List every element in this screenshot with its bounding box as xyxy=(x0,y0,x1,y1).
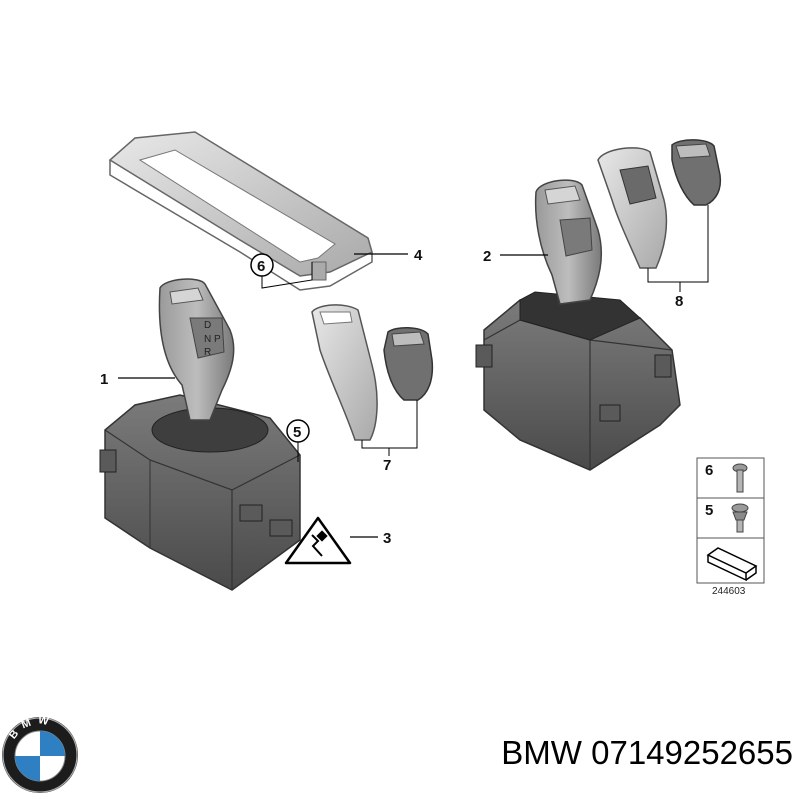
leader-bracket-8 xyxy=(647,205,709,283)
leader-line-6 xyxy=(261,262,313,289)
legend-label-5: 5 xyxy=(705,502,713,519)
shift-symbol-p: P xyxy=(214,334,221,345)
flange-screw-icon xyxy=(731,503,749,533)
diagram-number: 244603 xyxy=(712,586,746,597)
shift-symbol-n: N xyxy=(204,334,211,345)
bmw-logo: BMW xyxy=(2,714,78,793)
gear-selector-part-1 xyxy=(99,278,301,591)
button-panel-part-8 xyxy=(671,139,722,206)
shift-symbol-d: D xyxy=(204,320,211,331)
button-panel-part-7 xyxy=(383,327,434,401)
part-number: 07149252655 xyxy=(591,734,793,771)
shift-symbol-r: R xyxy=(204,347,211,358)
warning-triangle-part-3 xyxy=(284,516,352,565)
callout-5: 5 xyxy=(293,424,301,441)
legend-label-6: 6 xyxy=(705,462,713,479)
cover-trim-part-7 xyxy=(311,304,378,441)
trim-frame-part-4 xyxy=(108,131,373,291)
fastener-legend xyxy=(696,457,765,584)
callout-8: 8 xyxy=(675,293,683,310)
bracket-icon xyxy=(706,547,758,582)
callout-4: 4 xyxy=(414,247,423,264)
callout-6: 6 xyxy=(257,258,265,275)
brand-name: BMW xyxy=(501,734,582,771)
part-caption: BMW 07149252655 xyxy=(408,736,793,769)
callout-2: 2 xyxy=(483,248,491,265)
callout-3: 3 xyxy=(383,530,391,547)
gear-selector-part-2 xyxy=(475,179,681,471)
callout-7: 7 xyxy=(383,457,391,474)
callout-1: 1 xyxy=(100,371,108,388)
screw-icon xyxy=(732,463,748,493)
lever-shell-part-8 xyxy=(597,147,668,269)
